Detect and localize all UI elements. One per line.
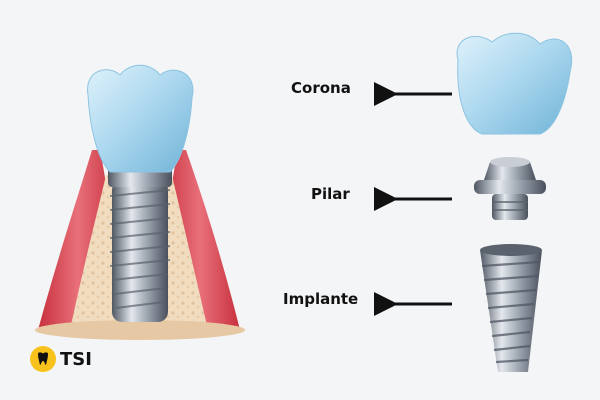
implant-part: [480, 244, 542, 372]
implant-screw: [112, 180, 168, 322]
label-corona: Corona: [291, 79, 351, 97]
logo-text: TSI: [60, 348, 92, 370]
assembled-implant: [35, 64, 245, 340]
screw-threads: [109, 189, 171, 309]
tooth-icon: [30, 346, 56, 372]
crown: [87, 64, 194, 173]
label-implante: Implante: [283, 290, 359, 308]
crown-part: [456, 32, 573, 135]
brand-logo: TSI: [30, 346, 92, 372]
label-pilar: Pilar: [311, 185, 350, 203]
abutment-part: [474, 157, 546, 220]
jaw-base: [35, 320, 245, 340]
